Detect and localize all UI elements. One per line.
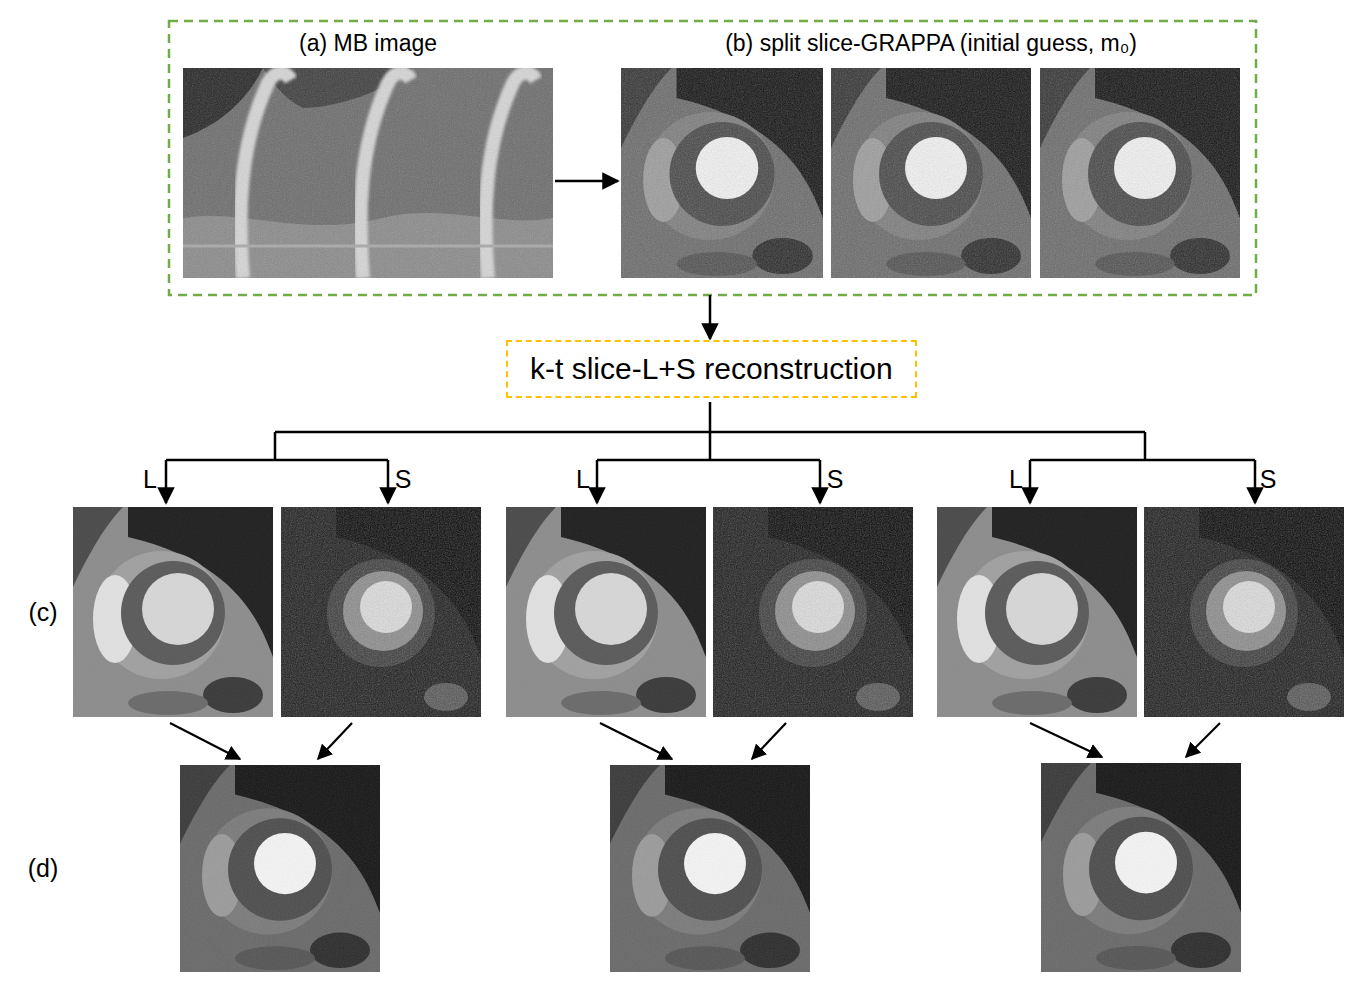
- tree-arrow: [1029, 460, 1032, 503]
- tree-arrow: [596, 460, 599, 503]
- tree-arrow: [1254, 460, 1257, 503]
- tree-line: [709, 402, 712, 432]
- row-label: (c): [28, 600, 57, 625]
- branch-label: L: [143, 467, 157, 492]
- box-text: k-t slice-L+S reconstruction: [530, 351, 893, 387]
- merge-arrow: [752, 723, 786, 759]
- merge-arrow: [1186, 723, 1220, 757]
- process-box: k-t slice-L+S reconstruction: [506, 340, 917, 398]
- flow-arrow: [709, 295, 712, 339]
- sparse-image: [281, 507, 481, 717]
- branch-label: L: [1009, 467, 1023, 492]
- branch-label: L: [576, 467, 590, 492]
- branch-label: S: [1260, 467, 1277, 492]
- merge-arrow: [170, 723, 240, 759]
- row-label: (d): [28, 856, 59, 881]
- combined-image: [180, 765, 380, 972]
- grappa-image: [831, 68, 1031, 278]
- tree-line: [275, 432, 1145, 460]
- low-rank-image: [506, 507, 706, 717]
- branch-label: S: [395, 467, 412, 492]
- branch-label: S: [827, 467, 844, 492]
- tree-arrow: [165, 460, 168, 503]
- panel-title: (a) MB image: [183, 30, 553, 58]
- grappa-image: [621, 68, 823, 278]
- low-rank-image: [73, 507, 273, 717]
- grappa-image: [1040, 68, 1240, 278]
- flow-arrow: [555, 180, 618, 183]
- merge-arrow: [1030, 723, 1102, 757]
- mb-image: [183, 68, 553, 278]
- tree-arrow: [387, 460, 390, 503]
- sparse-image: [1144, 507, 1344, 717]
- tree-arrow: [819, 460, 822, 503]
- image-panel: (b) split slice-GRAPPA (initial guess, m…: [621, 30, 1241, 295]
- tree-line: [166, 459, 1255, 462]
- combined-image: [1041, 763, 1241, 972]
- low-rank-image: [937, 507, 1137, 717]
- panel-title: (b) split slice-GRAPPA (initial guess, m…: [621, 30, 1241, 58]
- merge-arrow: [600, 723, 672, 759]
- sparse-image: [713, 507, 913, 717]
- combined-image: [610, 765, 810, 972]
- merge-arrow: [318, 723, 352, 759]
- image-panel: (a) MB image: [183, 30, 553, 280]
- group-frame: [169, 21, 1256, 295]
